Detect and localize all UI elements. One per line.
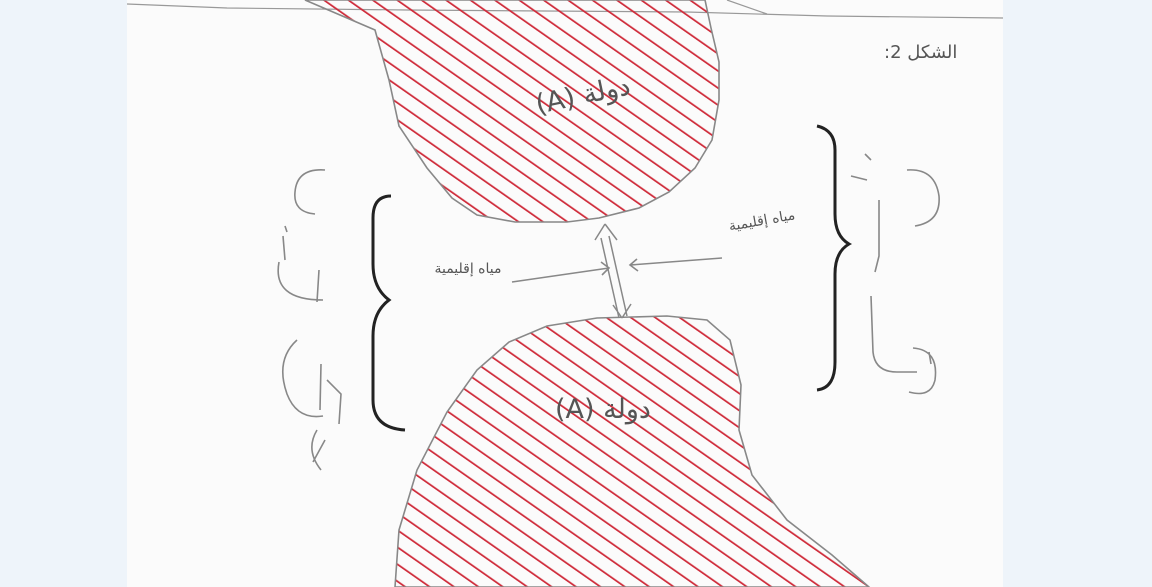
right-waters-arrow [630,258,722,271]
left-pencil-glyphs [278,170,341,470]
right-pencil-glyphs [851,154,939,394]
bottom-state-label: دولة (A) [555,394,651,425]
right-brace [817,126,849,390]
left-waters-label: مياه إقليمية [423,260,513,278]
left-waters-arrow [512,262,609,282]
vertical-double-arrow [595,224,631,318]
drawing-sheet: الشكل 2: دولة (A) دولة (A) مياه إقليمية … [127,0,1003,587]
left-brace [373,196,405,430]
top-corner-line [727,0,767,14]
top-state-landmass [305,0,719,222]
bottom-state-landmass [395,316,869,587]
figure-heading: الشكل 2: [884,42,957,63]
